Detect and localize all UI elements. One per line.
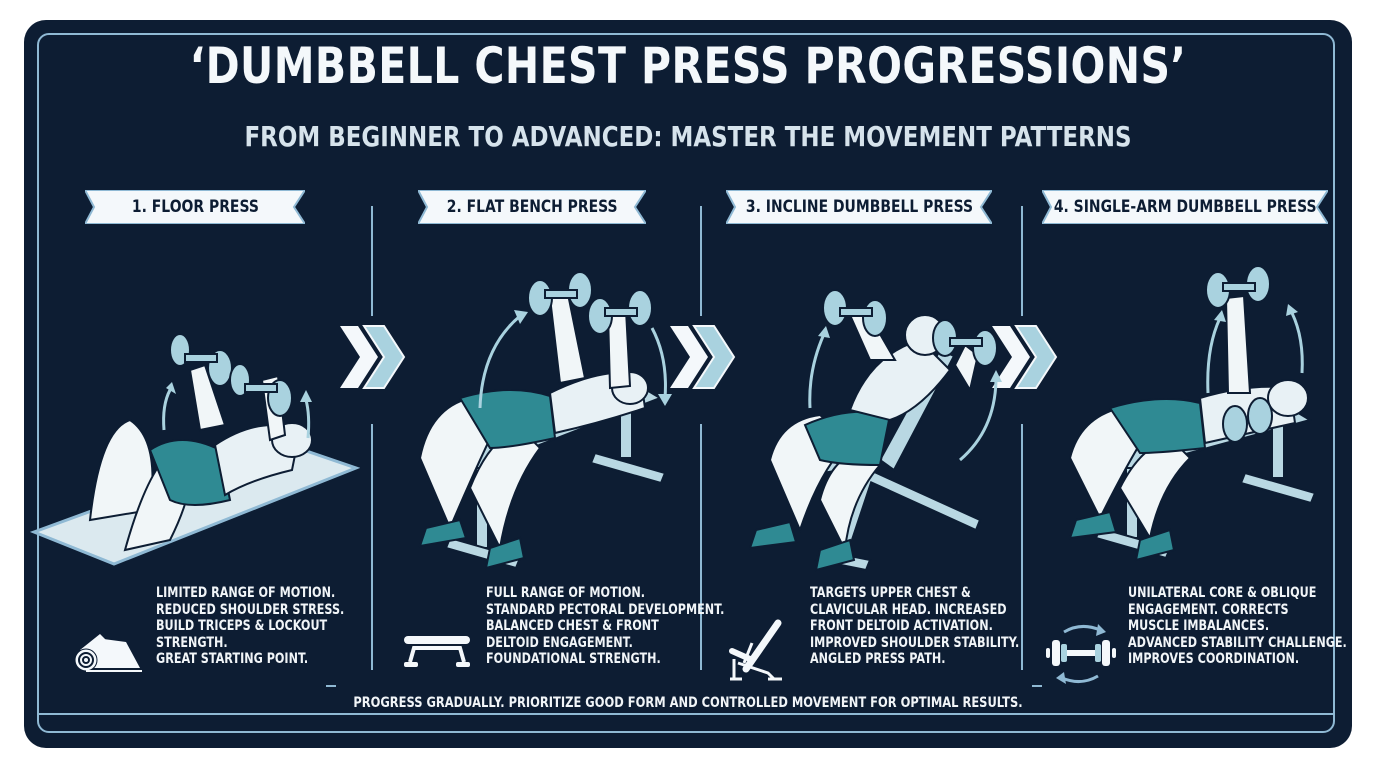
step-2-label: 2. FLAT BENCH PRESS — [446, 197, 618, 217]
step-4-label: 4. SINGLE-ARM DUMBBELL PRESS — [1053, 197, 1317, 217]
step-3-banner: 3. INCLINE DUMBBELL PRESS — [726, 190, 992, 224]
column-divider — [1021, 424, 1023, 670]
description-line: UNILATERAL CORE & OBLIQUE — [1128, 585, 1317, 601]
footer-divider — [37, 713, 1335, 715]
description-line: REDUCED SHOULDER STRESS. — [156, 601, 345, 618]
step-1-description: LIMITED RANGE OF MOTION. REDUCED SHOULDE… — [156, 585, 344, 668]
description-line: ENGAGEMENT. CORRECTS — [1128, 601, 1289, 618]
step-4-banner: 4. SINGLE-ARM DUMBBELL PRESS — [1042, 190, 1328, 224]
infographic-poster: ‘DUMBBELL CHEST PRESS PROGRESSIONS’ FROM… — [24, 20, 1352, 748]
description-line: IMPROVES COORDINATION. — [1128, 651, 1300, 667]
yoga-mat-icon — [74, 634, 142, 672]
description-line: STANDARD PECTORAL DEVELOPMENT. — [486, 601, 725, 618]
step-3-label: 3. INCLINE DUMBBELL PRESS — [745, 197, 973, 217]
description-line: CLAVICULAR HEAD. INCREASED — [810, 601, 1007, 618]
description-line: IMPROVED SHOULDER STABILITY. — [810, 634, 1020, 651]
step-3-description: TARGETS UPPER CHEST & CLAVICULAR HEAD. I… — [810, 585, 1019, 668]
column-divider — [1021, 206, 1023, 316]
description-line: TARGETS UPPER CHEST & — [810, 585, 971, 601]
step-1-banner: 1. FLOOR PRESS — [85, 190, 305, 224]
dumbbell-rotate-icon — [1046, 624, 1116, 684]
poster-subtitle: FROM BEGINNER TO ADVANCED: MASTER THE MO… — [244, 120, 1132, 153]
chevron-right-icon — [670, 325, 736, 389]
footer-dash-left — [326, 685, 336, 687]
incline-bench-icon — [729, 619, 782, 681]
floor-press-illustration — [30, 333, 360, 566]
footer-dash-right — [1032, 685, 1042, 687]
step-2-description: FULL RANGE OF MOTION. STANDARD PECTORAL … — [486, 585, 724, 668]
column-divider — [371, 206, 373, 316]
description-line: LIMITED RANGE OF MOTION. — [156, 585, 336, 601]
chevron-right-icon — [340, 325, 406, 389]
flat-bench-icon — [404, 636, 470, 667]
description-line: STRENGTH. — [156, 634, 228, 651]
description-line: ADVANCED STABILITY CHALLENGE. — [1128, 634, 1347, 651]
description-line: GREAT STARTING POINT. — [156, 651, 309, 667]
description-line: ANGLED PRESS PATH. — [810, 651, 946, 667]
single-arm-dumbbell-press-illustration — [1068, 265, 1317, 562]
description-line: BALANCED CHEST & FRONT — [486, 618, 659, 634]
step-4-description: UNILATERAL CORE & OBLIQUE ENGAGEMENT. CO… — [1128, 585, 1347, 668]
description-line: DELTOID ENGAGEMENT. — [486, 634, 633, 651]
description-line: BUILD TRICEPS & LOCKOUT — [156, 618, 328, 634]
flat-bench-press-illustration — [418, 271, 672, 570]
step-2-banner: 2. FLAT BENCH PRESS — [418, 190, 646, 224]
footer-note: PROGRESS GRADUALLY. PRIORITIZE GOOD FORM… — [353, 695, 1023, 711]
description-line: FULL RANGE OF MOTION. — [486, 585, 646, 601]
step-1-label: 1. FLOOR PRESS — [131, 197, 259, 217]
column-divider — [371, 424, 373, 670]
incline-dumbbell-press-illustration — [748, 289, 1002, 572]
poster-title: ‘DUMBBELL CHEST PRESS PROGRESSIONS’ — [189, 37, 1187, 95]
column-divider — [700, 206, 702, 316]
chevron-right-icon — [992, 325, 1058, 389]
inner-frame — [37, 33, 1335, 733]
column-divider — [700, 424, 702, 670]
description-line: FRONT DELTOID ACTIVATION. — [810, 618, 993, 634]
description-line: FOUNDATIONAL STRENGTH. — [486, 651, 661, 667]
description-line: MUSCLE IMBALANCES. — [1128, 618, 1270, 634]
